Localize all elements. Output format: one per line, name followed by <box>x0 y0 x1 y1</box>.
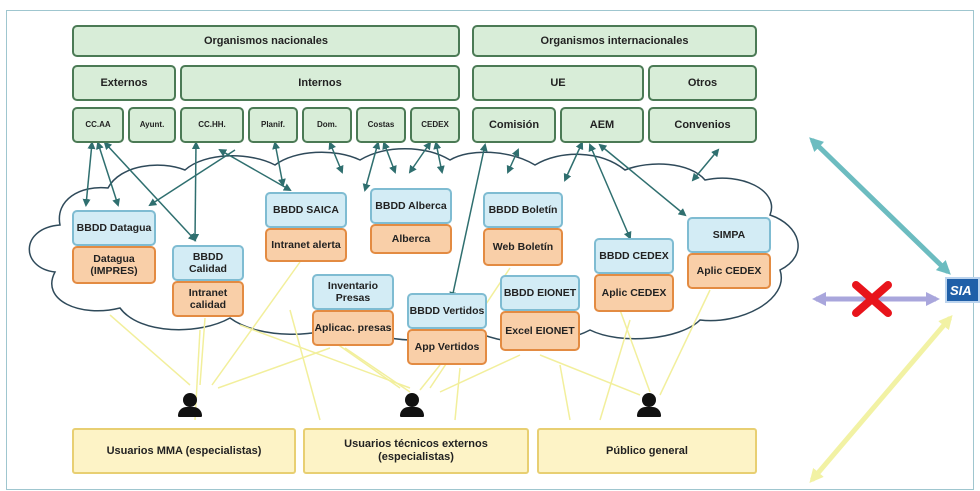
box-organismos-nacionales: Organismos nacionales <box>72 25 460 57</box>
box-dom: Dom. <box>302 107 352 143</box>
connection-arrows <box>82 141 720 300</box>
box-ue: UE <box>472 65 644 101</box>
db-boletin: BBDD Boletín <box>483 192 563 228</box>
yellow-double-arrow <box>809 314 953 484</box>
db-vertidos: BBDD Vertidos <box>407 293 487 329</box>
box-organismos-internacionales: Organismos internacionales <box>472 25 757 57</box>
db-alberca: BBDD Alberca <box>370 188 452 224</box>
person-icon <box>637 393 661 417</box>
box-externos: Externos <box>72 65 176 101</box>
users-tecnicos-externos: Usuarios técnicos externos (especialista… <box>303 428 529 474</box>
app-calidad: Intranet calidad <box>172 281 244 317</box>
box-planif: Planif. <box>248 107 298 143</box>
db-cedex: BBDD CEDEX <box>594 238 674 274</box>
box-cedex: CEDEX <box>410 107 460 143</box>
app-saica: Intranet alerta <box>265 228 347 262</box>
box-convenios: Convenios <box>648 107 757 143</box>
app-alberca: Alberca <box>370 224 452 254</box>
box-otros: Otros <box>648 65 757 101</box>
db-datagua: BBDD Datagua <box>72 210 156 246</box>
person-icon <box>400 393 424 417</box>
box-ayunt: Ayunt. <box>128 107 176 143</box>
box-comision: Comisión <box>472 107 556 143</box>
db-eionet: BBDD EIONET <box>500 275 580 311</box>
db-saica: BBDD SAICA <box>265 192 347 228</box>
db-simpa: SIMPA <box>687 217 771 253</box>
sia-logo-text: SIA <box>950 282 972 298</box>
users-publico-general: Público general <box>537 428 757 474</box>
box-internos: Internos <box>180 65 460 101</box>
diagram-frame <box>6 10 974 490</box>
db-presas: Inventario Presas <box>312 274 394 310</box>
users-mma: Usuarios MMA (especialistas) <box>72 428 296 474</box>
box-costas: Costas <box>356 107 406 143</box>
person-icon <box>178 393 202 417</box>
sia-logo: SIA <box>945 277 980 303</box>
app-datagua: Datagua (IMPRES) <box>72 246 156 284</box>
teal-double-arrow <box>809 137 951 275</box>
box-ccaa: CC.AA <box>72 107 124 143</box>
box-cchh: CC.HH. <box>180 107 244 143</box>
cross-icon <box>852 281 892 317</box>
app-presas: Aplicac. presas <box>312 310 394 346</box>
app-eionet: Excel EIONET <box>500 311 580 351</box>
box-aem: AEM <box>560 107 644 143</box>
app-vertidos: App Vertidos <box>407 329 487 365</box>
app-cedex: Aplic CEDEX <box>594 274 674 312</box>
app-simpa-cedex: Aplic CEDEX <box>687 253 771 289</box>
db-calidad: BBDD Calidad <box>172 245 244 281</box>
app-boletin: Web Boletín <box>483 228 563 266</box>
